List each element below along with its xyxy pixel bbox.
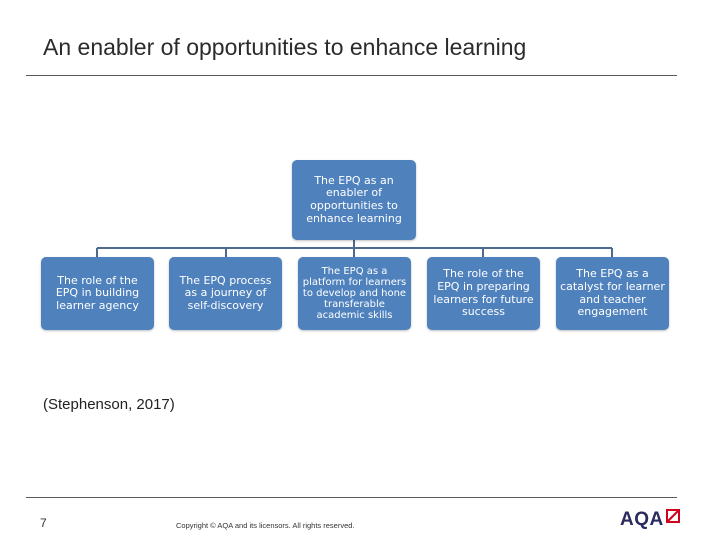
footer-divider — [26, 497, 677, 498]
citation: (Stephenson, 2017) — [43, 396, 175, 413]
slide-title: An enabler of opportunities to enhance l… — [43, 34, 527, 60]
diagram-child-node-engagement: The EPQ as a catalyst for learner and te… — [556, 257, 669, 330]
diagram-root-node: The EPQ as an enabler of opportunities t… — [292, 160, 416, 240]
copyright-notice: Copyright © AQA and its licensors. All r… — [176, 521, 355, 530]
diagram-child-node-learner-agency: The role of the EPQ in building learner … — [41, 257, 154, 330]
title-divider — [26, 75, 677, 76]
diagram-child-node-transferable-skills: The EPQ as a platform for learners to de… — [298, 257, 411, 330]
page-number: 7 — [40, 516, 47, 530]
aqa-logo-mark-icon — [665, 509, 680, 523]
aqa-logo-text: AQA — [620, 509, 664, 530]
diagram-child-node-future-success: The role of the EPQ in preparing learner… — [427, 257, 540, 330]
diagram-child-node-self-discovery: The EPQ process as a journey of self-dis… — [169, 257, 282, 330]
aqa-logo: AQA — [620, 509, 680, 531]
